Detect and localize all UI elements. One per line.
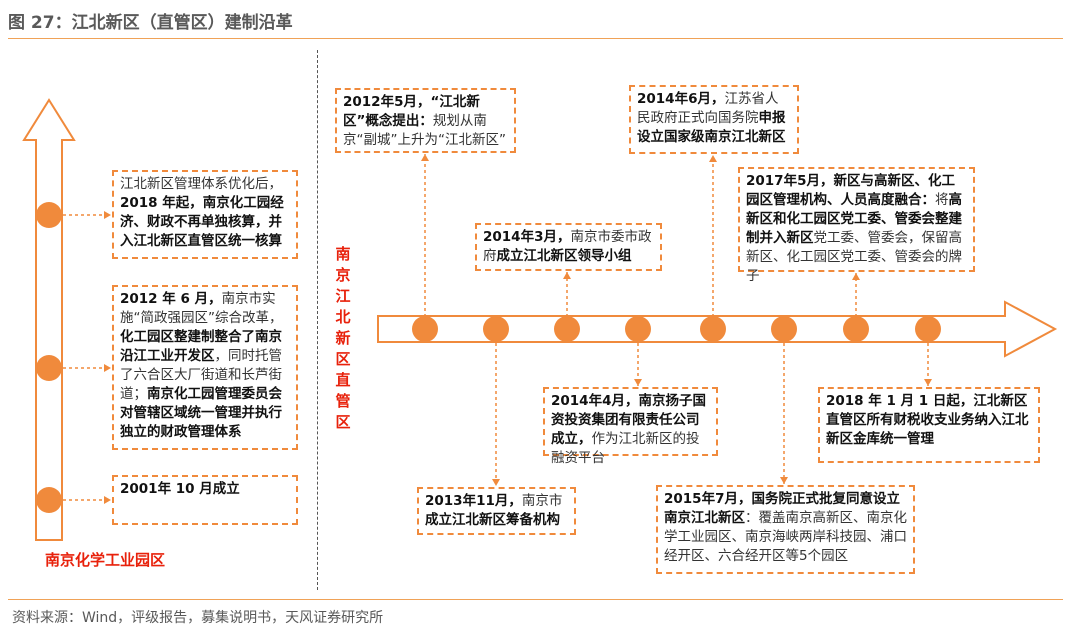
timeline-dot xyxy=(36,355,62,381)
event-text-run: 申报设立国家级南京江北新区 xyxy=(637,110,786,145)
figure-title: 图 27：江北新区（直管区）建制沿革 xyxy=(8,13,293,33)
connector-group xyxy=(63,154,932,504)
timeline-event-box: 2014年4月，南京扬子国资投资集团有限责任公司成立，作为江北新区的投融资平台 xyxy=(543,387,718,466)
timeline-event-box: 2014年3月，南京市委市政府成立江北新区领导小组 xyxy=(475,223,662,271)
event-text-run: 作为江北新区的投融资平台 xyxy=(551,431,700,466)
event-text-run: 2012年5月，“江北新区”概念提出： xyxy=(343,94,480,129)
source-note: 资料来源：Wind，评级报告，募集说明书，天风证券研究所 xyxy=(12,610,384,626)
left-event-box: 2001年 10 月成立 xyxy=(112,475,298,525)
timeline-event-box: 2018 年 1 月 1 日起，江北新区直管区所有财税收支业务纳入江北新区金库统… xyxy=(818,387,1040,463)
left-event-box: 江北新区管理体系优化后， 2018 年起，南京化工园经济、财政不再单独核算，并入江… xyxy=(112,170,298,259)
timeline-dot xyxy=(771,316,797,342)
event-text-run: 2015年7月，国务院正式批复同意设立南京江北新区 xyxy=(664,491,900,526)
event-text-run: 成立江北新区领导小组 xyxy=(496,248,632,264)
event-text-run: 高新区和化工园区党工委、管委会整建制并入新区 xyxy=(746,192,962,246)
left-panel-label: 南京化学工业园区 xyxy=(45,551,166,569)
connector-arrowhead xyxy=(780,477,788,484)
timeline-event-box: 2012年5月，“江北新区”概念提出：规划从南京“副城”上升为“江北新区” xyxy=(335,88,516,153)
dot-group xyxy=(36,202,941,513)
timeline-event-box: 2015年7月，国务院正式批复同意设立南京江北新区：覆盖南京高新区、南京化学工业… xyxy=(656,485,915,574)
timeline-dot xyxy=(36,202,62,228)
timeline-event-box: 2014年6月，江苏省人民政府正式向国务院申报设立国家级南京江北新区 xyxy=(629,85,799,154)
timeline-dot xyxy=(554,316,580,342)
event-text-run: 2017年5月，新区与高新区、化工园区管理机构、人员高度融合： xyxy=(746,173,955,208)
event-text-run: 将 xyxy=(935,192,949,208)
event-text-run: 2012 年 6 月， xyxy=(120,291,222,307)
event-text-run: 南京市 xyxy=(521,493,563,509)
timeline-dot xyxy=(36,487,62,513)
event-text-run: 2018 年 1 月 1 日起，江北新区直管区所有财税收支业务纳入江北新区金库统… xyxy=(826,393,1029,447)
connector-arrowhead xyxy=(709,155,717,162)
panel-divider xyxy=(317,50,318,590)
timeline-dot xyxy=(915,316,941,342)
top-rule xyxy=(8,38,1063,39)
connector-arrowhead xyxy=(104,364,111,372)
event-text-run: 成立江北新区筹备机构 xyxy=(425,512,560,528)
timeline-event-box: 2017年5月，新区与高新区、化工园区管理机构、人员高度融合：将高新区和化工园区… xyxy=(738,167,975,284)
timeline-dot xyxy=(843,316,869,342)
bottom-rule xyxy=(8,599,1063,600)
event-text-run: 2001年 10 月成立 xyxy=(120,481,240,497)
event-text-run: 化工园区整建制整合了南京沿江工业开发区 xyxy=(120,329,282,364)
right-panel-vertical-label: 南京江北新区直管区 xyxy=(335,245,351,431)
event-text-run: ：覆盖南京高新区、南京化学工业园区、南京海峡两岸科技园、浦口经开区、六合经开区等… xyxy=(664,510,907,564)
timeline-dot xyxy=(625,316,651,342)
event-text-run: 2014年3月， xyxy=(483,229,571,245)
event-text-run: 规划从南京“副城”上升为“江北新区” xyxy=(343,113,506,148)
event-text-run: 南京市实施“简政强园区”综合改革， xyxy=(120,291,283,326)
event-text-run: 2014年4月，南京扬子国资投资集团有限责任公司成立， xyxy=(551,393,706,447)
connector-arrowhead xyxy=(563,272,571,279)
event-text-run: ，同时托管了六合区大厂街道和长芦街道； xyxy=(120,348,282,402)
timeline-dot xyxy=(700,316,726,342)
event-text-run: 2014年6月， xyxy=(637,91,725,107)
connector-arrowhead xyxy=(104,211,111,219)
timeline-event-box: 2013年11月，南京市成立江北新区筹备机构 xyxy=(417,487,576,535)
left-event-box: 2012 年 6 月，南京市实施“简政强园区”综合改革，化工园区整建制整合了南京… xyxy=(112,285,298,450)
timeline-dot xyxy=(483,316,509,342)
event-text-run: 江北新区管理体系优化后， xyxy=(120,176,282,192)
timeline-dot xyxy=(412,316,438,342)
connector-arrowhead xyxy=(421,154,429,161)
event-text-run: 2013年11月， xyxy=(425,493,522,509)
event-text-run: 南京化工园管理委员会对管辖区域统一管理并执行独立的财政管理体系 xyxy=(120,386,282,440)
event-text-run: 2018 年起，南京化工园经济、财政不再单独核算，并入江北新区直管区统一核算 xyxy=(120,195,284,249)
connector-arrowhead xyxy=(852,273,860,280)
left-vertical-arrow xyxy=(22,98,76,541)
connector-arrowhead xyxy=(634,379,642,386)
event-text-run: 南京市委市政府 xyxy=(483,229,652,264)
connector-arrowhead xyxy=(104,496,111,504)
connector-arrowhead xyxy=(924,379,932,386)
event-text-run: 党工委、管委会，保留高新区、化工园区党工委、管委会的牌子 xyxy=(746,230,962,284)
event-text-run: 江苏省人民政府正式向国务院 xyxy=(637,91,779,126)
connector-arrowhead xyxy=(492,479,500,486)
